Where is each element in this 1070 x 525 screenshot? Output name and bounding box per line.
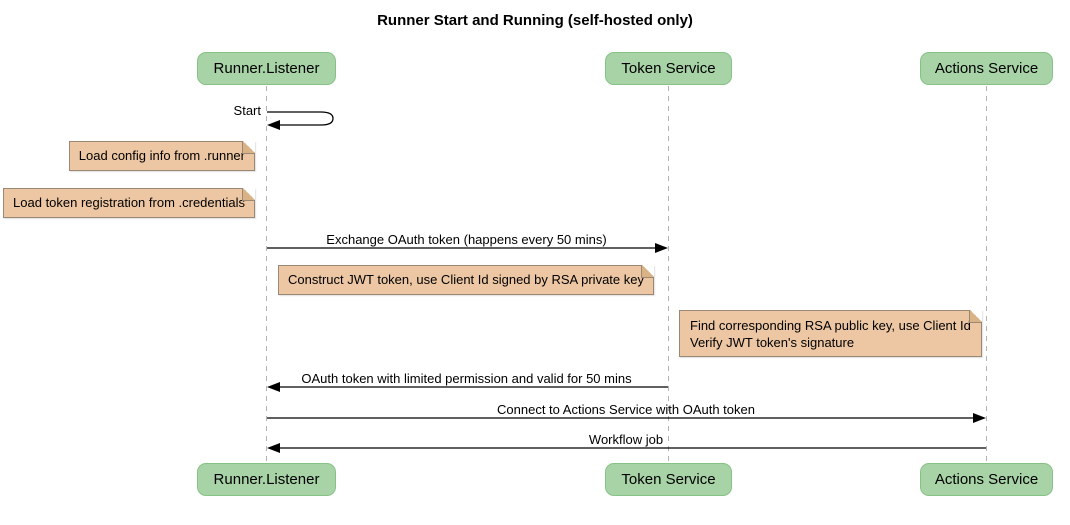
message-oauth-token-return-label: OAuth token with limited permission and … bbox=[301, 371, 632, 386]
message-exchange-oauth-label: Exchange OAuth token (happens every 50 m… bbox=[326, 232, 607, 247]
participant-actions-service-bottom: Actions Service bbox=[920, 463, 1053, 496]
folded-corner-icon bbox=[968, 310, 982, 323]
diagram-title: Runner Start and Running (self-hosted on… bbox=[377, 12, 693, 29]
note-load-config-text: Load config info from .runner bbox=[78, 148, 245, 163]
arrow-exchange-oauth-token bbox=[267, 243, 668, 253]
note-verify-jwt-line-2: Verify JWT token's signature bbox=[690, 335, 855, 350]
participant-runner-listener-bottom: Runner.Listener bbox=[197, 463, 336, 496]
arrow-oauth-token-return bbox=[267, 382, 668, 392]
message-start-label: Start bbox=[233, 103, 261, 118]
note-verify-jwt-line-1: Find corresponding RSA public key, use C… bbox=[690, 318, 971, 333]
participant-token-service-top: Token Service bbox=[605, 52, 732, 85]
message-connect-actions-label: Connect to Actions Service with OAuth to… bbox=[497, 402, 755, 417]
participant-runner-listener-top: Runner.Listener bbox=[197, 52, 336, 85]
note-load-token-registration-text: Load token registration from .credential… bbox=[13, 195, 245, 210]
note-construct-jwt-text: Construct JWT token, use Client Id signe… bbox=[288, 272, 644, 287]
note-load-token-registration: Load token registration from .credential… bbox=[3, 188, 255, 218]
message-workflow-job-label: Workflow job bbox=[588, 432, 664, 447]
note-verify-jwt: Find corresponding RSA public key, use C… bbox=[679, 310, 982, 357]
folded-corner-icon bbox=[640, 265, 654, 278]
arrow-workflow-job bbox=[267, 443, 986, 453]
note-load-config: Load config info from .runner bbox=[68, 141, 255, 171]
folded-corner-icon bbox=[242, 188, 255, 201]
folded-corner-icon bbox=[242, 141, 255, 154]
arrow-start-self-loop bbox=[267, 111, 334, 130]
note-construct-jwt: Construct JWT token, use Client Id signe… bbox=[278, 265, 654, 295]
arrow-connect-actions-service bbox=[267, 413, 986, 423]
participant-token-service-bottom: Token Service bbox=[605, 463, 732, 496]
participant-actions-service-top: Actions Service bbox=[920, 52, 1053, 85]
